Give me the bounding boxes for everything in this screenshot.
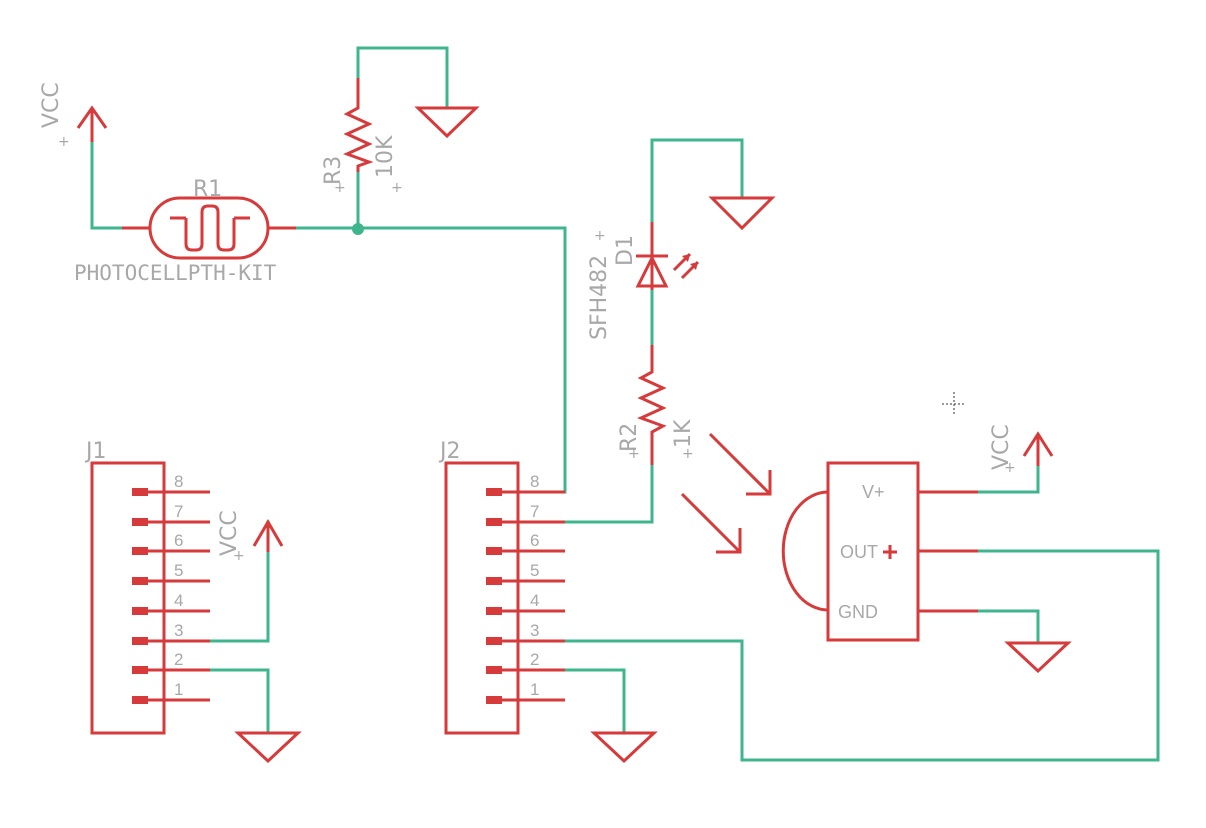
j2-pin[interactable]: 1 <box>486 680 565 704</box>
wire-d1-to-gnd[interactable] <box>650 138 744 224</box>
wire-r1-to-j2-pin8[interactable] <box>294 226 567 494</box>
j1-pin[interactable]: 3 <box>132 621 210 645</box>
photocell-r1[interactable]: R1 PHOTOCELLPTH-KIT <box>74 177 296 285</box>
vcc-label: VCC <box>39 82 64 128</box>
svg-text:2: 2 <box>530 650 539 669</box>
j2-pins: 8 7 6 5 4 3 2 1 <box>486 472 565 704</box>
svg-text:7: 7 <box>174 502 183 521</box>
svg-text:+: + <box>233 548 245 564</box>
svg-text:+: + <box>58 134 70 150</box>
ground-symbol-d1[interactable] <box>708 196 776 231</box>
j1-pin[interactable]: 4 <box>132 591 210 615</box>
r2-value: 1K <box>671 419 696 448</box>
ir-receiver[interactable]: V+ OUT GND <box>781 461 978 642</box>
wire-j1-pin2-to-gnd[interactable] <box>208 668 270 733</box>
svg-text:3: 3 <box>174 621 183 640</box>
connector-j2[interactable]: 8 7 6 5 4 3 2 1 J2 <box>438 439 565 735</box>
led-d1[interactable]: D1 + SFH482 <box>587 222 700 340</box>
j1-pin[interactable]: 2 <box>132 650 210 674</box>
ground-symbol-r3[interactable] <box>414 106 480 139</box>
j1-pin[interactable]: 6 <box>132 531 210 555</box>
receiver-gnd-label: GND <box>838 602 878 622</box>
svg-text:+: + <box>628 446 640 462</box>
svg-text:+: + <box>334 180 346 196</box>
j2-pin[interactable]: 3 <box>486 621 565 645</box>
r1-value: PHOTOCELLPTH-KIT <box>74 261 277 285</box>
svg-text:6: 6 <box>530 531 539 550</box>
svg-text:+: + <box>391 180 403 196</box>
j1-pin[interactable]: 1 <box>132 680 210 704</box>
ir-arrows <box>680 432 772 554</box>
r3-name: R3 <box>321 156 346 185</box>
j1-name: J1 <box>84 439 107 464</box>
wire-j2-pin2-to-gnd[interactable] <box>563 668 626 733</box>
svg-text:1: 1 <box>174 680 183 699</box>
svg-text:5: 5 <box>174 561 183 580</box>
receiver-out-label: OUT <box>840 542 878 562</box>
wire-j1-pin3-to-vcc[interactable] <box>208 520 270 643</box>
wires <box>90 46 1160 762</box>
svg-text:1: 1 <box>530 680 539 699</box>
j1-pin[interactable]: 8 <box>132 472 210 496</box>
vcc-label: VCC <box>217 510 242 556</box>
j2-pin[interactable]: 6 <box>486 531 565 555</box>
svg-text:8: 8 <box>174 472 183 491</box>
j2-pin[interactable]: 4 <box>486 591 565 615</box>
vcc-symbol-right[interactable]: VCC + <box>989 424 1054 476</box>
svg-text:+: + <box>682 446 694 462</box>
svg-text:+: + <box>594 228 606 244</box>
j1-pins: 8 7 6 5 4 3 2 1 <box>132 472 210 704</box>
vcc-symbol-j1[interactable]: VCC + <box>217 510 284 564</box>
r2-name: R2 <box>617 423 642 452</box>
crosshair-cursor-icon <box>942 392 966 416</box>
j2-pin[interactable]: 8 <box>486 472 565 496</box>
connector-j1[interactable]: 8 7 6 5 4 3 2 1 J1 <box>84 439 210 735</box>
wire-gnd-to-ground[interactable] <box>976 609 1040 643</box>
svg-text:2: 2 <box>174 650 183 669</box>
wire-r3-to-gnd[interactable] <box>356 46 449 108</box>
j1-pin[interactable]: 7 <box>132 502 210 526</box>
d1-name: D1 <box>613 235 638 266</box>
svg-text:4: 4 <box>530 591 539 610</box>
r3-value: 10K <box>373 135 398 178</box>
junction-dot <box>352 223 364 235</box>
svg-text:8: 8 <box>530 472 539 491</box>
wire-j2-pin3-to-out[interactable] <box>563 549 1160 762</box>
wire-vcc-to-r1[interactable] <box>90 120 124 230</box>
d1-value: SFH482 <box>587 255 612 340</box>
j2-pin[interactable]: 2 <box>486 650 565 674</box>
vcc-symbol-left[interactable]: VCC + <box>39 82 108 150</box>
ground-symbol-receiver[interactable] <box>1004 641 1072 674</box>
resistor-r2[interactable]: R2 + 1K + <box>617 345 696 465</box>
j2-pin[interactable]: 7 <box>486 502 565 526</box>
j1-pin[interactable]: 5 <box>132 561 210 585</box>
svg-text:+: + <box>1004 460 1016 476</box>
svg-text:5: 5 <box>530 561 539 580</box>
svg-text:3: 3 <box>530 621 539 640</box>
ground-symbol-j2[interactable] <box>590 731 658 764</box>
r1-name: R1 <box>193 177 222 202</box>
ground-symbol-j1[interactable] <box>234 731 302 764</box>
svg-text:4: 4 <box>174 591 183 610</box>
svg-text:7: 7 <box>530 502 539 521</box>
wire-r2-to-j2-pin7[interactable] <box>563 463 654 524</box>
vcc-label: VCC <box>989 424 1014 470</box>
receiver-vplus-label: V+ <box>862 482 885 502</box>
svg-text:6: 6 <box>174 531 183 550</box>
j2-pin[interactable]: 5 <box>486 561 565 585</box>
j2-name: J2 <box>438 439 461 464</box>
resistor-r3[interactable]: R3 + 10K + <box>321 78 403 196</box>
